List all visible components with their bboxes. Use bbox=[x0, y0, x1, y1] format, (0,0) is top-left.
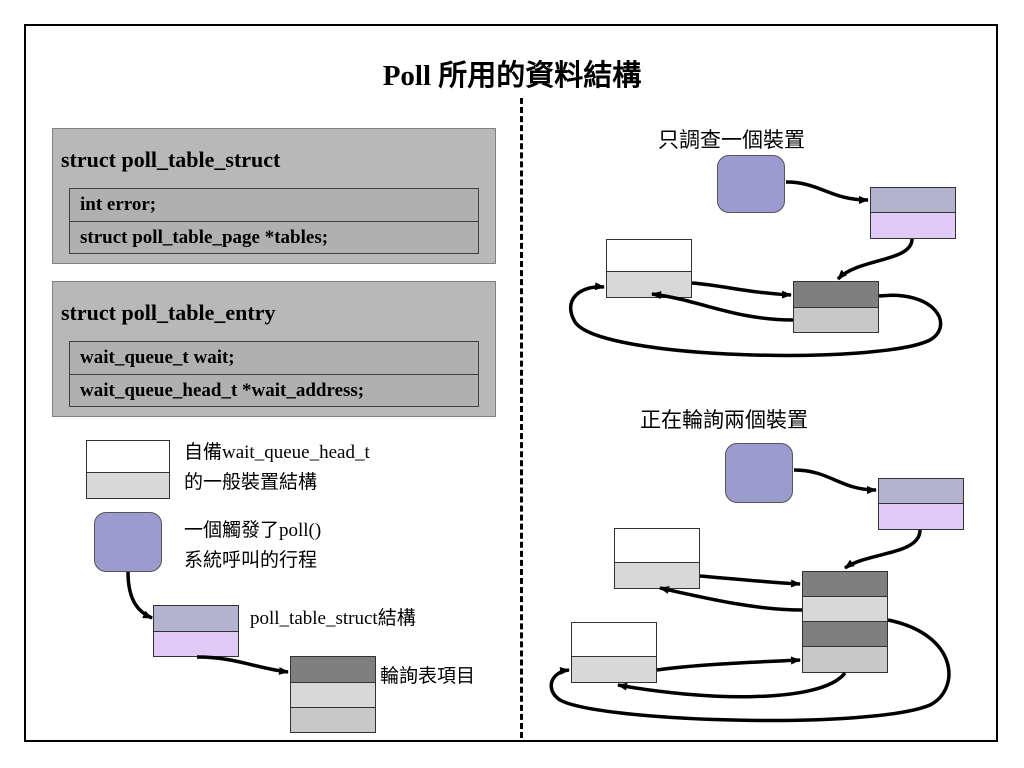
entry-row bbox=[802, 646, 888, 673]
struct-fields: int error; struct poll_table_page *table… bbox=[69, 188, 479, 254]
legend-process-label-2: 系統呼叫的行程 bbox=[184, 550, 318, 571]
device-bottom bbox=[606, 271, 692, 298]
center-divider bbox=[520, 98, 523, 738]
poll-table-struct-box: struct poll_table_struct int error; stru… bbox=[52, 128, 496, 264]
legend-table-struct-bottom bbox=[153, 631, 239, 657]
poll-table-entry-box: struct poll_table_entry wait_queue_t wai… bbox=[52, 281, 496, 417]
table-struct-top bbox=[878, 478, 964, 504]
legend-entry-row bbox=[290, 682, 376, 708]
legend-process-label-1: 一個觸發了poll() bbox=[184, 520, 322, 541]
arrow bbox=[836, 238, 914, 281]
legend-table-struct-top bbox=[153, 605, 239, 632]
entry-row bbox=[793, 307, 879, 333]
legend-arrow bbox=[126, 571, 153, 620]
arrow bbox=[617, 671, 847, 699]
struct-field: wait_queue_t wait; bbox=[80, 347, 235, 368]
table-struct-bottom bbox=[878, 503, 964, 530]
struct-field: wait_queue_head_t *wait_address; bbox=[70, 374, 478, 406]
process-box bbox=[725, 443, 793, 503]
legend-entry-label: 輪詢表項目 bbox=[380, 666, 476, 687]
table-struct-bottom bbox=[870, 212, 956, 239]
device-top bbox=[614, 528, 700, 563]
table-struct-top bbox=[870, 187, 956, 213]
legend-device-label-1: 自備wait_queue_head_t bbox=[184, 442, 370, 463]
process-box bbox=[717, 155, 785, 213]
struct-fields: wait_queue_t wait; wait_queue_head_t *wa… bbox=[69, 341, 479, 407]
entry-row bbox=[802, 596, 888, 622]
arrow bbox=[844, 529, 922, 570]
diagram-one-device-title: 只調查一個裝置 bbox=[658, 128, 805, 152]
arrow bbox=[793, 468, 877, 494]
legend-entry-row bbox=[290, 707, 376, 733]
arrow bbox=[691, 281, 792, 299]
arrow bbox=[785, 180, 869, 204]
page-title: Poll 所用的資料結構 bbox=[382, 60, 642, 92]
diagram-two-devices-title: 正在輪詢兩個裝置 bbox=[640, 408, 808, 432]
struct-field: struct poll_table_page *tables; bbox=[70, 221, 478, 253]
entry-row bbox=[793, 281, 879, 308]
arrow bbox=[549, 618, 951, 723]
struct-name: struct poll_table_entry bbox=[61, 300, 276, 325]
arrow bbox=[651, 291, 794, 322]
device-bottom bbox=[614, 562, 700, 589]
arrow bbox=[656, 656, 801, 672]
entry-row bbox=[802, 621, 888, 647]
arrow bbox=[659, 586, 803, 612]
arrow bbox=[699, 574, 801, 588]
legend-arrow bbox=[196, 655, 289, 675]
legend-device-label-2: 的一般裝置結構 bbox=[184, 472, 318, 493]
legend-table-struct-label: poll_table_struct結構 bbox=[250, 608, 416, 629]
legend-device-bottom bbox=[86, 472, 170, 499]
struct-field: int error; bbox=[80, 194, 157, 215]
arrow bbox=[568, 282, 943, 358]
legend-process bbox=[94, 512, 162, 572]
struct-name: struct poll_table_struct bbox=[61, 147, 281, 172]
device-bottom bbox=[571, 656, 657, 683]
